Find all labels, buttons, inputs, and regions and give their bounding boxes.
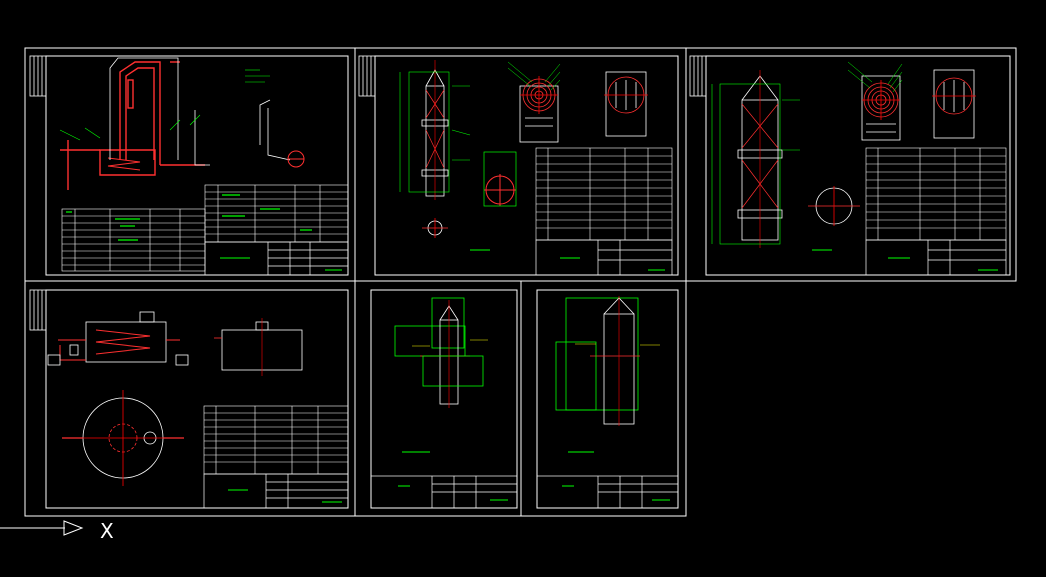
title-block-text bbox=[228, 489, 342, 503]
dimension-lines bbox=[711, 83, 800, 245]
table-text-marks bbox=[66, 194, 312, 241]
title-block-text bbox=[398, 485, 508, 501]
sheet-border bbox=[45, 55, 349, 276]
sheet-detail-1[interactable] bbox=[370, 289, 518, 509]
bom-table bbox=[535, 147, 673, 241]
distributor-view bbox=[932, 69, 976, 139]
title-block bbox=[535, 239, 673, 276]
sheet-border bbox=[374, 55, 679, 276]
tray-frame bbox=[483, 151, 517, 207]
title-block bbox=[370, 475, 518, 509]
reboiler-plan-view bbox=[62, 390, 184, 486]
sheet-border bbox=[705, 55, 1011, 276]
dimension-lines bbox=[399, 71, 471, 193]
ucs-x-label: X bbox=[100, 519, 114, 543]
title-block-text bbox=[220, 257, 342, 271]
revision-strip bbox=[29, 55, 47, 97]
sheet-reboiler[interactable] bbox=[29, 289, 349, 509]
revision-strip bbox=[29, 289, 47, 331]
title-block-text bbox=[562, 485, 670, 501]
sheet-column-1[interactable] bbox=[358, 55, 679, 276]
cooler-circle bbox=[287, 150, 305, 168]
sheet-border bbox=[45, 289, 349, 509]
leaders bbox=[412, 339, 488, 347]
ucs-icon: X bbox=[0, 519, 114, 543]
title-block bbox=[865, 239, 1007, 276]
nozzle-side-view bbox=[808, 186, 860, 226]
title-block bbox=[203, 473, 349, 509]
bubble-cap-view bbox=[519, 76, 559, 143]
bom-table bbox=[865, 147, 1007, 241]
sheet-process-flow[interactable] bbox=[29, 55, 349, 276]
distributor-view bbox=[604, 71, 648, 137]
leaders bbox=[575, 343, 660, 346]
title-block bbox=[536, 475, 679, 509]
revision-strip bbox=[689, 55, 707, 97]
sheet-column-2[interactable] bbox=[689, 55, 1011, 276]
annotations bbox=[59, 69, 270, 141]
gas-line bbox=[109, 57, 291, 166]
callout-leaders bbox=[847, 61, 903, 93]
revision-strip bbox=[358, 55, 376, 97]
callout-leaders bbox=[507, 61, 561, 91]
title-block-text bbox=[812, 249, 998, 271]
reboiler-coil bbox=[107, 157, 141, 171]
layout-frames bbox=[24, 47, 1017, 517]
bubble-cap-view bbox=[861, 75, 901, 141]
title-block-text bbox=[470, 249, 665, 271]
reboiler-shell bbox=[85, 311, 167, 363]
nozzle-top-view bbox=[422, 218, 448, 238]
tray-section bbox=[484, 174, 516, 206]
reboiler-nozzles bbox=[47, 344, 189, 366]
sheet-detail-2[interactable] bbox=[536, 289, 679, 509]
title-block bbox=[204, 241, 349, 276]
ucs-arrow-icon bbox=[63, 520, 84, 536]
